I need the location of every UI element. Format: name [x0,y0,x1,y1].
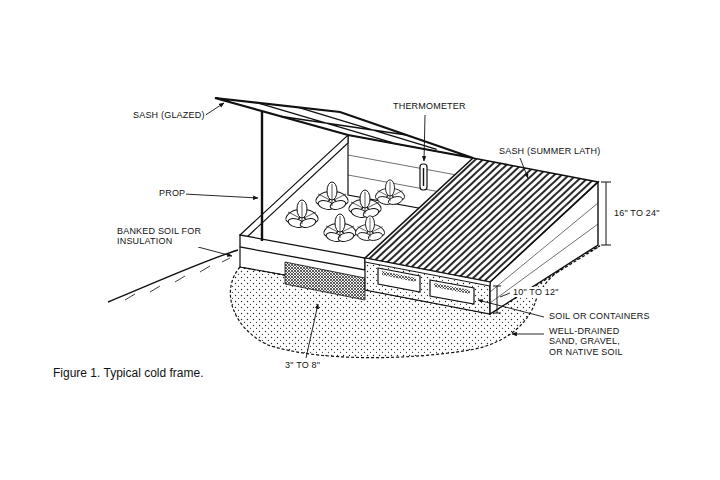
callout-label: 3" TO 8" [284,360,321,370]
plant [284,200,321,229]
thermometer [420,164,427,190]
glazed-sash [215,98,473,158]
lath-sash [365,158,598,282]
front-wall-edge [240,247,285,275]
callout-label: WELL-DRAINED SAND, GRAVEL, OR NATIVE SOI… [548,326,634,357]
callout-label: THERMOMETER [392,101,467,111]
plant [354,216,387,242]
container-soil [382,271,416,282]
prop [261,112,263,241]
callout-label: PROP [158,188,186,198]
callout-label: SOIL OR CONTAINERS [548,311,651,321]
callout-label: SASH (GLAZED) [132,110,206,120]
leader-line [424,115,425,161]
lath-sash-edge [365,258,490,286]
plant [322,214,359,243]
leader-line [500,293,510,297]
leader-line [512,334,544,335]
plant [314,182,351,211]
callout-label: SASH (SUMMER LATH) [498,146,601,156]
front-wall [240,235,365,270]
leader-line [184,194,258,198]
figure-caption: Figure 1. Typical cold frame. [52,366,205,380]
leader-line [520,158,528,178]
plant [374,180,407,206]
leader-line [204,103,224,116]
banked-soil-hatch [125,258,230,300]
thermometer-column [423,168,424,186]
leader-line [306,304,318,358]
container [430,280,474,304]
callout-label: BANKED SOIL FOR INSULATION [116,226,204,247]
dimension-line [601,182,611,245]
banked-soil [108,250,238,302]
dimension-line [493,286,501,313]
leader-line [478,300,544,317]
callout-label: 10" TO 12" [512,287,560,297]
container-soil [434,283,470,294]
leader-line [198,247,232,256]
callout-label: 16" TO 24" [613,208,661,218]
